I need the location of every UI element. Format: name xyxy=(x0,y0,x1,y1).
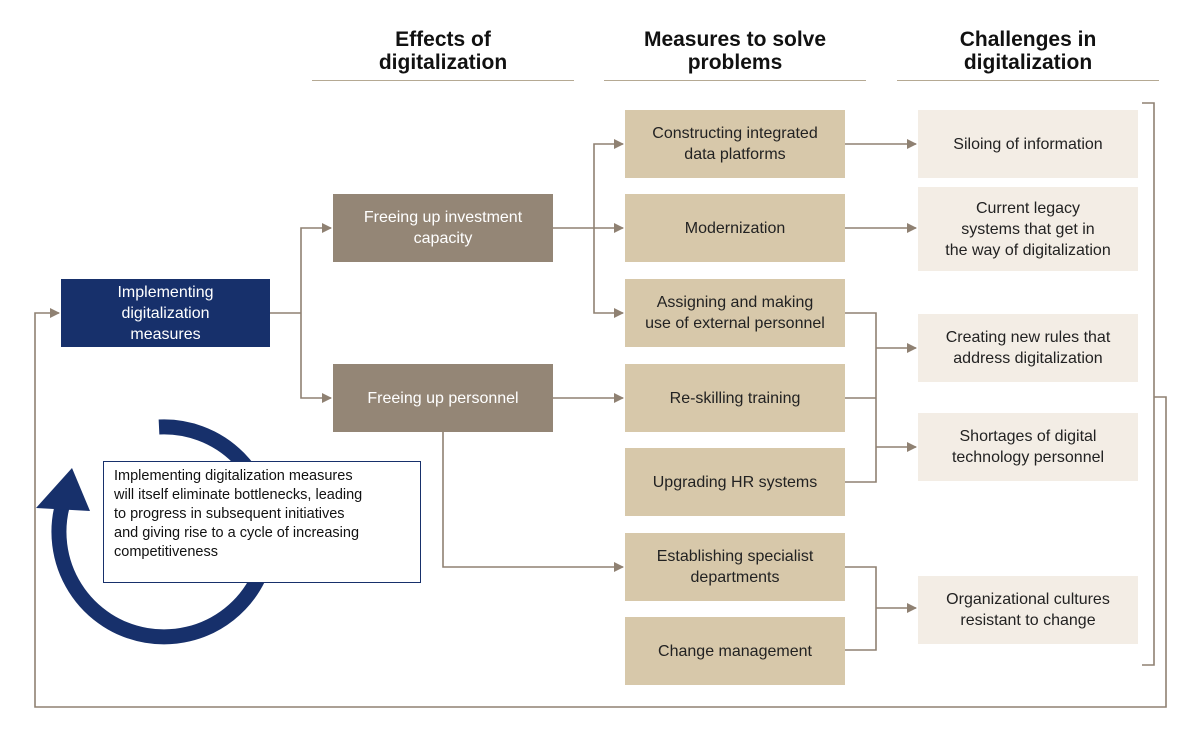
header-effects: Effects of digitalization xyxy=(378,28,508,74)
measure-specialist-box: Establishing specialist departments xyxy=(625,533,845,601)
challenges-bracket xyxy=(1142,102,1155,666)
challenge-shortages-box: Shortages of digital technology personne… xyxy=(918,413,1138,481)
implementing-measures-box: Implementing digitalization measures xyxy=(61,279,270,347)
header-measures-underline xyxy=(604,80,866,81)
measure-modernization-box: Modernization xyxy=(625,194,845,262)
connector-investment-to-external xyxy=(593,228,624,318)
effect-investment-box: Freeing up investment capacity xyxy=(333,194,553,262)
connector-personnel-to-specialist xyxy=(442,432,624,572)
connector-culture-group-bracket xyxy=(845,566,877,651)
cycle-arrow-icon xyxy=(51,419,277,645)
challenge-legacy-box: Current legacy systems that get in the w… xyxy=(918,187,1138,271)
connector-start-to-investment xyxy=(300,223,332,313)
cycle-arrowhead-icon xyxy=(36,468,90,511)
challenge-cultures-box: Organizational cultures resistant to cha… xyxy=(918,576,1138,644)
header-effects-underline xyxy=(312,80,574,81)
cycle-note-box: Implementing digitalization measures wil… xyxy=(103,461,421,583)
feedback-loop-line xyxy=(34,308,1167,708)
header-challenges-underline xyxy=(897,80,1159,81)
header-challenges: Challenges in digitalization xyxy=(959,28,1097,74)
challenge-siloing-box: Siloing of information xyxy=(918,110,1138,178)
connector-start-to-personnel xyxy=(300,313,332,403)
connector-investment-to-platforms xyxy=(593,139,624,228)
measure-change-management-box: Change management xyxy=(625,617,845,685)
header-measures: Measures to solve problems xyxy=(643,28,827,74)
measure-hr-systems-box: Upgrading HR systems xyxy=(625,448,845,516)
measure-reskilling-box: Re-skilling training xyxy=(625,364,845,432)
challenge-rules-box: Creating new rules that address digitali… xyxy=(918,314,1138,382)
effect-personnel-box: Freeing up personnel xyxy=(333,364,553,432)
measure-platforms-box: Constructing integrated data platforms xyxy=(625,110,845,178)
measure-external-box: Assigning and making use of external per… xyxy=(625,279,845,347)
